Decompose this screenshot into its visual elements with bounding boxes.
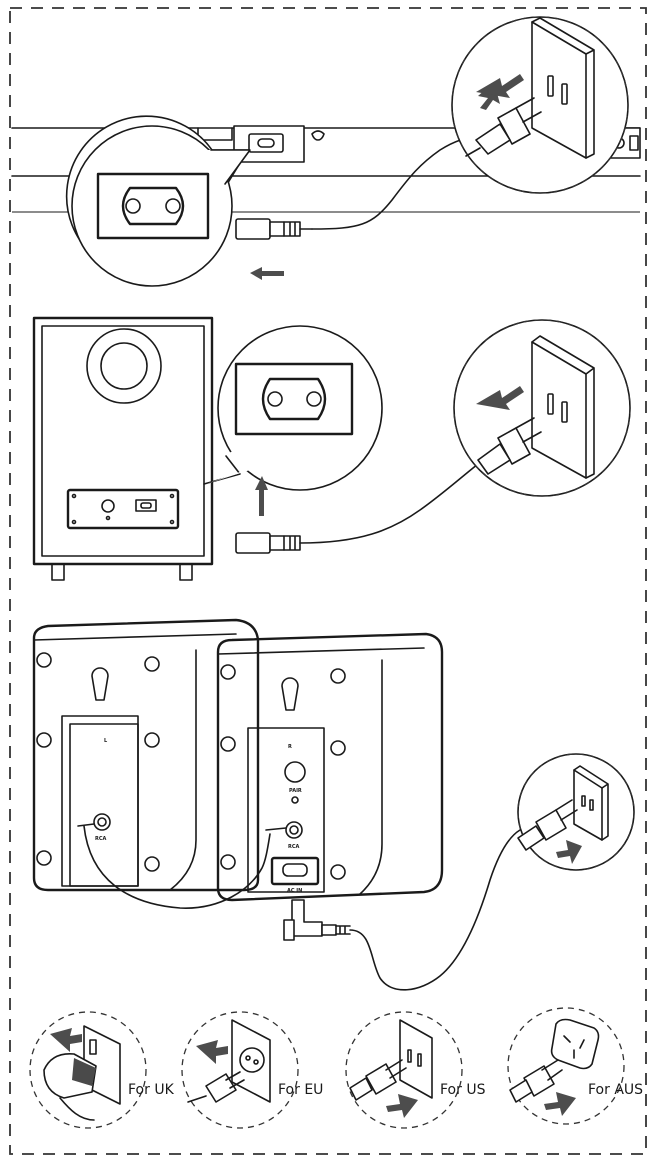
left-channel-label: L [104,738,108,744]
caption-aus: For AUS [588,1082,643,1098]
subwoofer-cabinet [32,316,214,566]
left-speaker: L RCA [32,618,260,892]
section-soundbar [11,16,641,287]
rca-label-right: RCA [288,844,300,850]
pair-label: PAIR [289,788,302,794]
power-cord [349,829,521,991]
ac-inlet-zoom-callout [65,115,251,287]
rca-label-left: RCA [95,836,107,842]
rca-link-cable [83,825,271,909]
uk-plug-callout [29,1011,147,1129]
outer-dashed-frame [9,7,647,1155]
arrow-icon [250,267,284,280]
us-plug-callout [345,1011,463,1129]
eu-plug-callout [181,1011,299,1129]
section-speakers: L RCA R PAIR RCA [32,618,635,991]
aus-plug-callout [507,1007,625,1125]
section-subwoofer [32,316,631,581]
subwoofer-rear-panel [66,488,180,530]
power-cord [311,135,479,230]
caption-uk: For UK [128,1082,175,1098]
caption-us: For US [440,1082,486,1098]
subwoofer-inlet-zoom-callout [203,325,383,516]
right-channel-label: R [288,744,292,750]
ac-inlet-icon [96,172,210,240]
power-socket-icon [517,753,635,871]
section-regional-plugs: For UK For EU For US [29,1007,643,1129]
right-speaker: R PAIR RCA AC IN [216,632,444,902]
power-plug-icon [283,899,351,941]
caption-eu: For EU [278,1082,323,1098]
power-plug-icon [235,218,313,240]
ac-in-label: AC IN [287,888,302,894]
power-socket-icon [453,319,631,497]
power-socket-icon [451,16,629,194]
